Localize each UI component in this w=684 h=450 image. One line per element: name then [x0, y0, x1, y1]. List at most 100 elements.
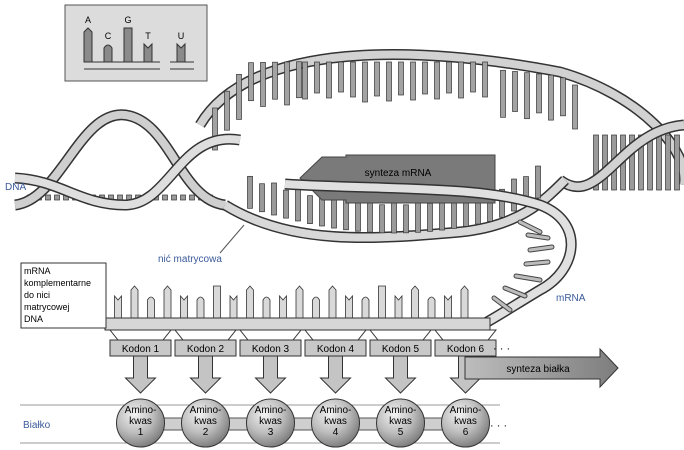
innerRungs-rung: [331, 199, 337, 229]
mrna-note-line-1: mRNA: [24, 266, 51, 276]
codon-arrow: [124, 355, 157, 394]
bubbleRungs-rung: [446, 61, 452, 94]
mrna-strand: [284, 178, 577, 331]
codon-bracket: [108, 329, 173, 341]
amino-acid-label-2: kwas: [324, 416, 347, 427]
innerRungs-rung: [271, 182, 277, 216]
mrna-note-line-5: DNA: [24, 314, 43, 324]
mrna-note-line-3: do nici: [24, 290, 50, 300]
mrna-base: [262, 296, 271, 319]
legend-base-u: [176, 42, 186, 63]
innerRungs-rung: [535, 165, 541, 199]
mrna-base: [246, 285, 254, 319]
codon-bracket: [303, 329, 368, 341]
mrna-base: [444, 294, 452, 319]
helixRungs-rung: [665, 134, 671, 191]
mrna-synthesis-label: synteza mRNA: [365, 168, 432, 179]
legend-letter-c: C: [105, 31, 112, 41]
innerRungs-rung: [427, 202, 433, 232]
bubbleRungs-rung: [272, 61, 278, 100]
legend-base-g: [123, 27, 133, 63]
amino-acid-label-1: Amino-: [320, 405, 352, 416]
codon-arrow: [254, 355, 287, 394]
innerRungs-rung: [283, 189, 289, 219]
mrna-base: [196, 296, 205, 319]
bubbleRungs-rung: [350, 61, 356, 98]
mrna-note-box: mRNA komplementarne do nici matrycowej D…: [20, 262, 107, 329]
mrna-base: [312, 296, 320, 319]
amino-acid: [246, 398, 295, 448]
helixRungs-rung: [656, 134, 662, 191]
bubbleRungs-rung: [296, 61, 302, 99]
innerRungs-rung: [403, 204, 409, 234]
helixRungs-rung: [117, 194, 123, 201]
bubbleRungs-rung: [482, 61, 488, 98]
helixRungs-rung: [189, 194, 195, 201]
legend-letter-u: U: [178, 31, 185, 41]
protein-synthesis-arrow: synteza białka: [464, 347, 619, 389]
codon-label: Kodon 6: [447, 344, 485, 355]
bubbleRungs-rung: [524, 72, 530, 120]
codon-bracket: [433, 329, 498, 341]
bubbleRungs-rung: [212, 107, 218, 151]
legend-letter-a: A: [85, 15, 91, 25]
amino-acid: [376, 398, 425, 448]
amino-acid-number: 4: [333, 427, 339, 438]
helixRungs-rung: [171, 194, 177, 201]
innerRungs-rung: [247, 175, 253, 209]
bubbleRungs-rung: [224, 90, 230, 131]
innerRungs-rung: [499, 188, 505, 218]
bubbleRungs-rung: [434, 61, 440, 100]
codon-ellipsis: · · ·: [493, 343, 510, 355]
mrna-horizontal: [104, 285, 491, 331]
bubbleRungs-rung: [338, 61, 344, 93]
loop-rung-fill: [518, 220, 542, 234]
codon-label: Kodon 4: [317, 344, 355, 355]
mrna-base: [180, 294, 188, 319]
amino-acid: [311, 398, 360, 448]
bubbleRungs-rung: [422, 61, 428, 95]
mrna-base: [361, 296, 370, 319]
mrna-base: [345, 294, 353, 319]
legend-base-a: [83, 27, 93, 63]
codon-label: Kodon 2: [187, 344, 225, 355]
mrna-note-frame: [20, 262, 107, 329]
bubbleRungs-rung: [260, 62, 266, 107]
protein-chain: Amino-kwas1Amino-kwas2Amino-kwas3Amino-k…: [20, 398, 500, 448]
bubbleRungs-rung: [374, 61, 380, 97]
bubbleRungs-rung: [410, 61, 416, 101]
bubbleRungs-rung: [386, 61, 392, 102]
bubbleRungs-rung: [470, 61, 476, 93]
amino-acid-label-2: kwas: [454, 416, 477, 427]
protein-synthesis-arrow-shape: [464, 347, 619, 389]
bubbleRungs-rung: [548, 74, 554, 121]
bubbleRungs-rung: [512, 71, 518, 112]
amino-acid-label-2: kwas: [194, 416, 217, 427]
bubbleRungs-rung: [236, 74, 242, 120]
bubbleRungs-rung: [458, 61, 464, 99]
amino-acid-label-2: kwas: [259, 416, 282, 427]
loop-rung-fill: [528, 245, 554, 252]
dna-helix: [13, 109, 684, 211]
helixRungs-rung: [45, 194, 51, 201]
innerRungs-rung: [259, 183, 265, 213]
amino-acid-number: 3: [268, 427, 274, 438]
amino-acid-label-2: kwas: [389, 416, 412, 427]
innerRungs-rung: [367, 199, 373, 233]
protein-label: Białko: [23, 420, 51, 431]
bubbleRungs-rung: [500, 69, 506, 118]
innerRungs-rung: [307, 195, 313, 224]
mrna-backbone: [104, 317, 491, 331]
helixRungs-rung: [593, 134, 599, 191]
amino-acid: [441, 398, 490, 448]
helix-right-strand-a-fill: [557, 121, 684, 191]
codon-bracket: [238, 329, 303, 341]
innerRungs-rung: [295, 188, 301, 222]
mrna-base: [328, 285, 337, 319]
amino-acid-label-2: kwas: [129, 416, 152, 427]
bubbleRungs-rung: [326, 61, 332, 99]
helixRungs-rung: [647, 134, 653, 191]
codon-arrow: [384, 355, 417, 394]
codon-label: Kodon 3: [252, 344, 290, 355]
